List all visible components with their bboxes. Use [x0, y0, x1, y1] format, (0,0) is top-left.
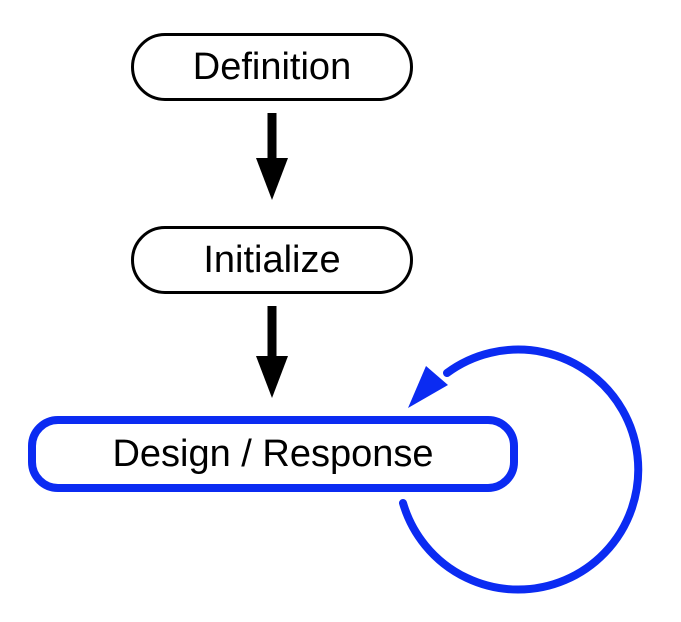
design-response-label: Design / Response: [112, 432, 434, 475]
self-loop-arrow: [399, 345, 643, 594]
design-response-node: Design / Response: [28, 416, 518, 492]
loop-arc: [399, 345, 643, 594]
definition-node: Definition: [131, 33, 413, 101]
definition-label: Definition: [192, 45, 352, 88]
initialize-node: Initialize: [131, 226, 413, 294]
arrow-initialize-to-design: [256, 306, 288, 398]
arrow-head: [256, 356, 288, 398]
arrow-head: [256, 158, 288, 200]
loop-arrow-head: [408, 366, 448, 408]
initialize-label: Initialize: [203, 238, 341, 281]
arrow-definition-to-initialize: [256, 113, 288, 200]
